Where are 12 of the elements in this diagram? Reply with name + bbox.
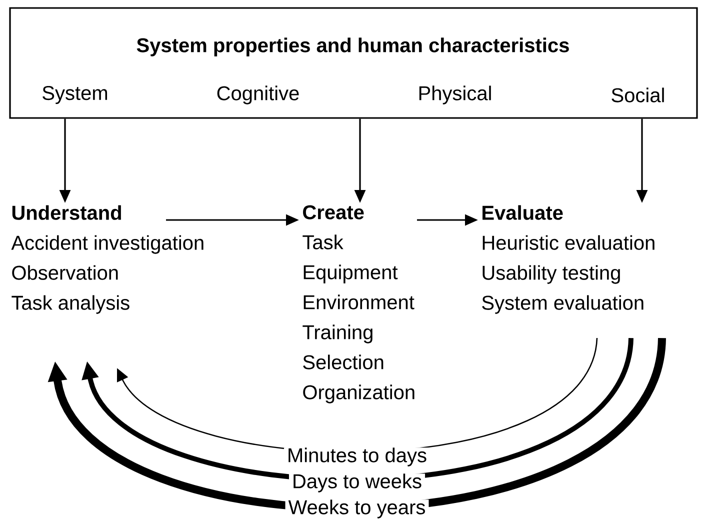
category-label: Cognitive (217, 86, 299, 104)
stage-list: Understand Accident investigation Observation Task analysis (11, 205, 204, 314)
category-label: Social (612, 88, 664, 102)
category-label: Physical (419, 86, 491, 104)
heading: System properties and human characteristics (136, 38, 569, 56)
edge-label: Weeks to years (285, 500, 429, 518)
category-label: System (42, 86, 108, 104)
stage-list: Create Task Equipment Environment Training Selection Organization (302, 205, 414, 404)
stage-list: Evaluate Heuristic evaluation Usability testing System evaluation (482, 205, 654, 314)
header-box (9, 7, 698, 119)
edge-label: Minutes to days (284, 448, 430, 466)
edge-label: Days to weeks (288, 474, 426, 492)
